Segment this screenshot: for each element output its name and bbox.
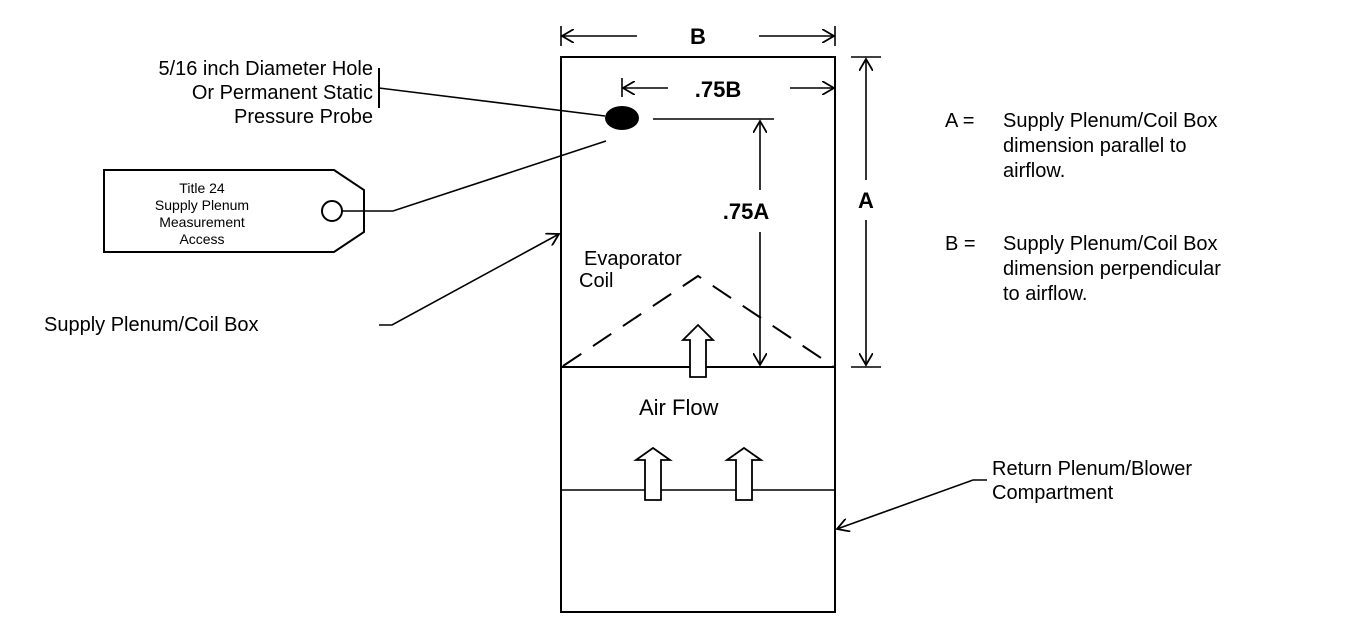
return-label-line1: Return Plenum/Blower bbox=[992, 458, 1192, 480]
airflow-arrow-icon bbox=[633, 446, 673, 501]
probe-label-line2: Or Permanent Static bbox=[192, 82, 373, 104]
coil-label-line2: Coil bbox=[579, 270, 613, 292]
measurement-access-tag bbox=[103, 140, 607, 253]
probe-label-line3: Pressure Probe bbox=[234, 106, 373, 128]
legend-a-line1: Supply Plenum/Coil Box bbox=[1003, 110, 1218, 132]
dimension-b-label: B bbox=[690, 24, 706, 49]
probe-label-line1: 5/16 inch Diameter Hole bbox=[158, 58, 373, 80]
supply-box-label: Supply Plenum/Coil Box bbox=[44, 314, 259, 336]
cabinet-outline bbox=[560, 56, 836, 613]
legend-b-line1: Supply Plenum/Coil Box bbox=[1003, 233, 1218, 255]
legend: A = Supply Plenum/Coil Box dimension par… bbox=[945, 110, 1221, 305]
tag-line3: Measurement bbox=[159, 214, 245, 230]
tag-line1: Title 24 bbox=[179, 180, 225, 196]
dimension-075b bbox=[621, 78, 834, 97]
supply-box-leader bbox=[379, 234, 559, 326]
legend-a-line3: airflow. bbox=[1003, 160, 1065, 182]
probe-leader-line bbox=[378, 68, 606, 117]
tag-line2: Supply Plenum bbox=[155, 197, 249, 213]
evaporator-coil bbox=[562, 274, 834, 367]
return-label-line2: Compartment bbox=[992, 482, 1114, 504]
airflow-arrow-icon bbox=[680, 323, 716, 378]
dimension-075a-label: .75A bbox=[723, 199, 770, 224]
tag-line4: Access bbox=[179, 231, 224, 247]
return-leader bbox=[837, 479, 987, 529]
airflow-label: Air Flow bbox=[639, 395, 719, 420]
coil-label-line1: Evaporator bbox=[584, 248, 682, 270]
dimension-b bbox=[560, 26, 836, 46]
legend-b-key: B = bbox=[945, 233, 976, 255]
legend-b-line2: dimension perpendicular bbox=[1003, 258, 1221, 280]
dimension-075b-label: .75B bbox=[695, 77, 741, 102]
dimension-a-label: A bbox=[858, 188, 874, 213]
legend-a-key: A = bbox=[945, 110, 974, 132]
dimension-075a bbox=[653, 118, 774, 365]
legend-a-line2: dimension parallel to bbox=[1003, 135, 1186, 157]
airflow-arrow-icon bbox=[724, 446, 764, 501]
legend-b-line3: to airflow. bbox=[1003, 283, 1087, 305]
probe-hole-icon bbox=[605, 106, 639, 130]
dimension-a bbox=[851, 56, 881, 368]
